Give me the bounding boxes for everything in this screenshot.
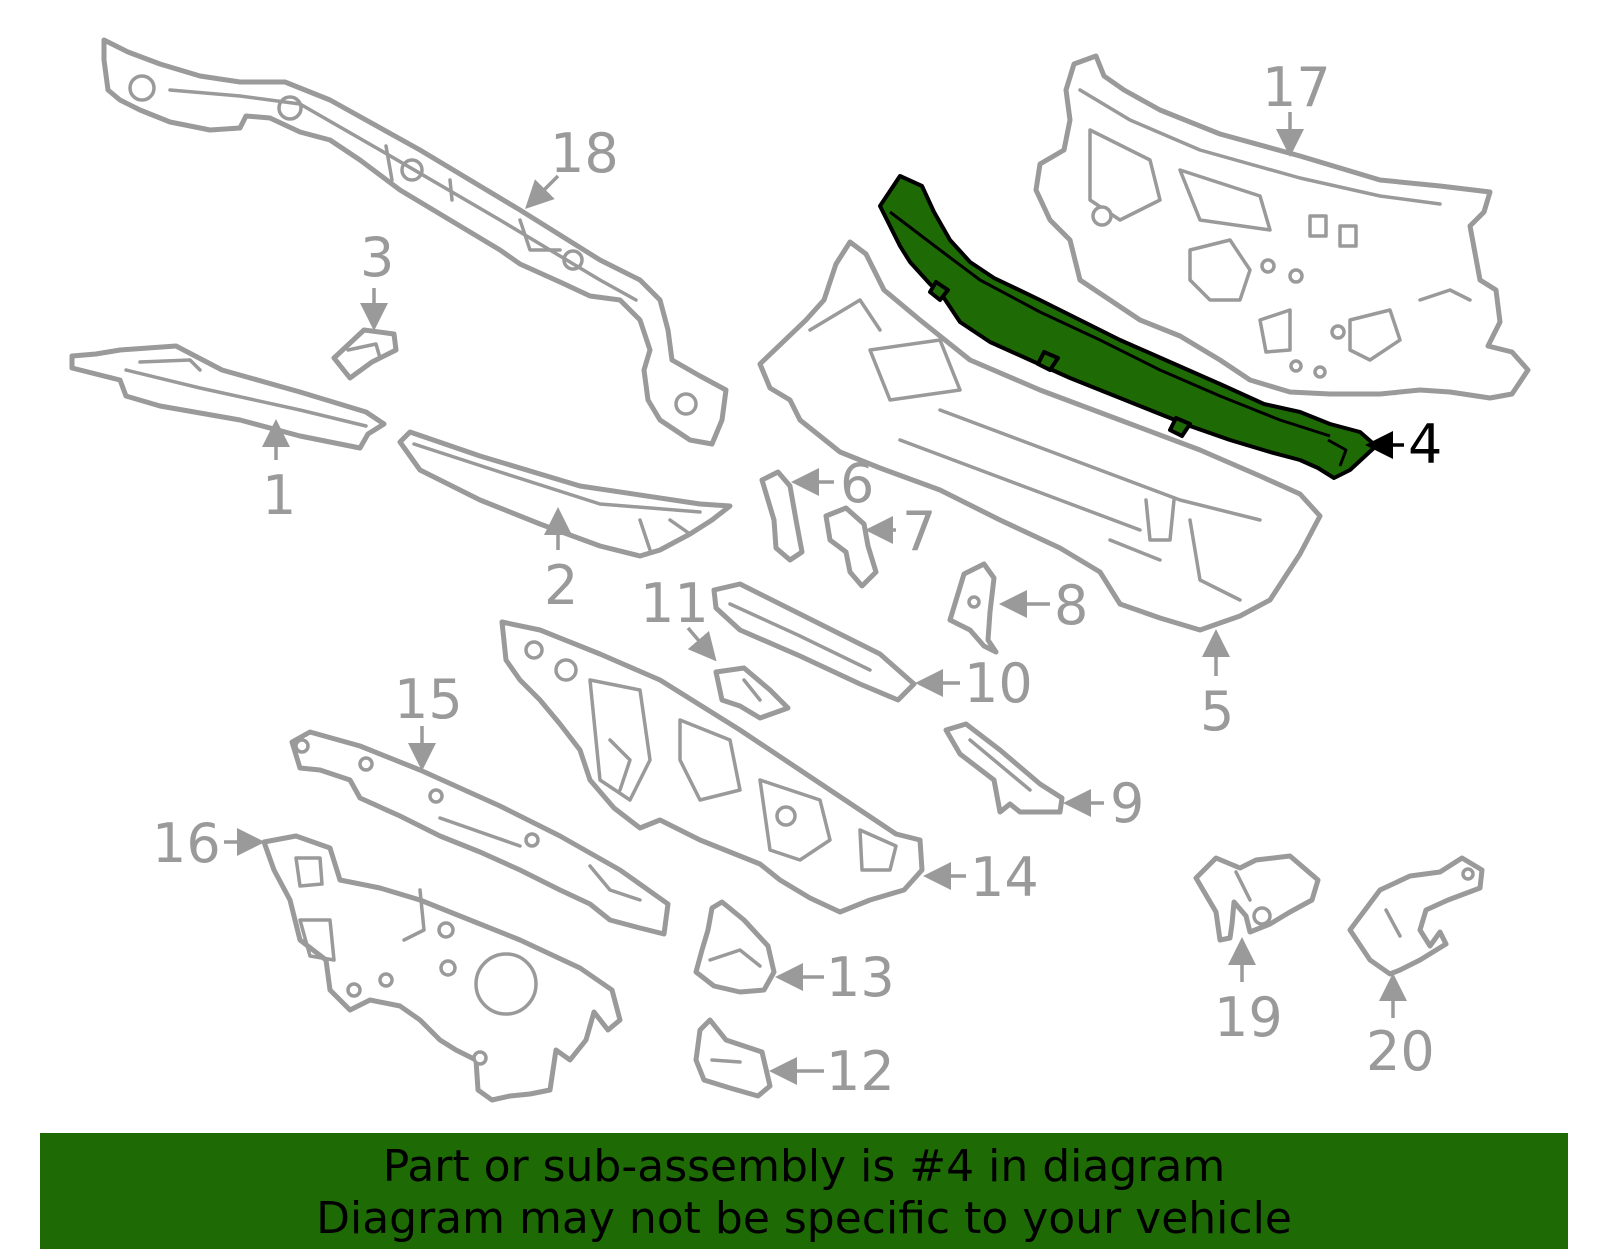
callout-16: 16 [152,812,221,875]
callout-12: 12 [826,1040,895,1103]
callout-9: 9 [1110,772,1144,835]
part-3[interactable] [331,327,399,381]
callout-19: 19 [1214,986,1283,1049]
part-12[interactable] [693,1017,773,1099]
callout-3: 3 [360,226,394,289]
part-20[interactable] [1347,855,1485,977]
part-18[interactable] [101,37,729,447]
part-10[interactable] [711,581,917,703]
callout-6: 6 [840,452,874,515]
part-14[interactable] [499,619,925,915]
part-7[interactable] [823,505,879,589]
callout-1: 1 [262,464,296,527]
part-6[interactable] [759,469,805,563]
banner-line-1: Part or sub-assembly is #4 in diagram [382,1141,1226,1192]
info-banner: Part or sub-assembly is #4 in diagram Di… [40,1133,1568,1249]
part-11[interactable] [713,665,791,721]
part-4-highlighted[interactable] [878,174,1378,480]
part-5[interactable] [757,239,1323,633]
callout-20: 20 [1366,1020,1435,1083]
part-16[interactable] [261,833,623,1103]
callout-14: 14 [970,846,1039,909]
callout-13: 13 [826,946,895,1009]
part-2[interactable] [397,429,733,559]
part-1[interactable] [69,343,387,451]
part-17[interactable] [1033,53,1531,401]
callout-18: 18 [550,122,619,185]
banner-line-2: Diagram may not be specific to your vehi… [316,1193,1292,1244]
callout-5: 5 [1200,680,1234,743]
callout-10: 10 [964,652,1033,715]
part-9[interactable] [943,721,1065,815]
part-13[interactable] [693,899,777,995]
callout-17: 17 [1262,56,1331,119]
part-8[interactable] [947,561,999,655]
callout-8: 8 [1054,574,1088,637]
part-19[interactable] [1193,853,1321,943]
callout-4: 4 [1408,413,1442,476]
part-15[interactable] [289,729,671,937]
callout-15: 15 [394,668,463,731]
callout-11: 11 [640,572,709,635]
callout-7: 7 [902,500,936,563]
callout-2: 2 [544,554,578,617]
